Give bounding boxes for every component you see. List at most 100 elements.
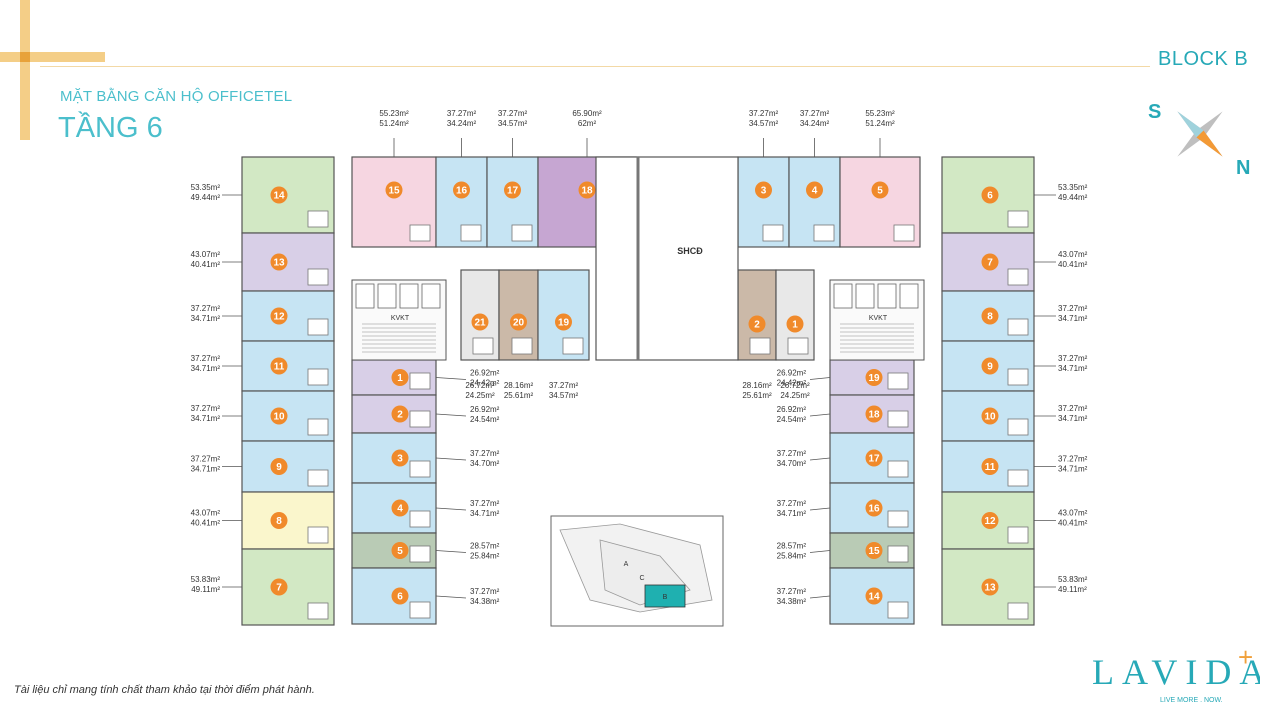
left-outer-unit-13 xyxy=(241,232,335,292)
area-net: 34.70m² xyxy=(470,459,500,468)
area-gross: 28.57m² xyxy=(777,542,807,551)
unit-badge xyxy=(981,357,999,375)
leader-line xyxy=(809,413,831,417)
lavida-logo: LAVIDA + LIVE MORE . NOW. xyxy=(1092,644,1260,704)
unit-number: 4 xyxy=(397,504,403,515)
area-gross: 37.27m² xyxy=(800,109,830,118)
common-area-label: SHCĐ xyxy=(677,246,703,256)
area-gross: 37.27m² xyxy=(470,499,500,508)
area-gross: 37.27m² xyxy=(749,109,779,118)
area-net: 49.11m² xyxy=(1058,585,1087,594)
area-gross: 37.27m² xyxy=(1058,354,1088,363)
unit-badge xyxy=(865,449,883,467)
unit-badge xyxy=(981,186,999,204)
logo-wordmark: LAVIDA xyxy=(1092,652,1260,692)
area-net: 34.57m² xyxy=(549,391,579,400)
unit-badge xyxy=(453,181,470,199)
unit-badge xyxy=(981,253,999,271)
area-net: 24.42m² xyxy=(777,379,807,388)
area-net: 34.71m² xyxy=(1058,465,1088,474)
area-net: 34.57m² xyxy=(749,119,779,128)
site-key-plan: ACB xyxy=(550,515,724,627)
area-net: 34.71m² xyxy=(191,465,221,474)
area-net: 34.24m² xyxy=(800,119,830,128)
area-gross: 43.07m² xyxy=(1058,509,1088,518)
area-net: 62m² xyxy=(578,119,597,128)
svg-text:+: + xyxy=(1238,644,1253,672)
area-gross: 43.07m² xyxy=(191,509,221,518)
unit-number: 18 xyxy=(581,186,593,197)
unit-number: 6 xyxy=(987,191,993,202)
unit-number: 12 xyxy=(984,516,996,527)
kv-label: KVKT xyxy=(391,315,410,322)
unit-number: 15 xyxy=(388,186,400,197)
unit-badge xyxy=(270,307,288,325)
kv-label: KVKT xyxy=(869,315,888,322)
compass-icon: S N xyxy=(1148,101,1250,179)
unit-badge xyxy=(270,407,288,425)
area-net: 34.57m² xyxy=(498,119,528,128)
area-net: 34.38m² xyxy=(470,597,500,606)
area-net: 34.71m² xyxy=(191,314,221,323)
area-gross: 28.16m² xyxy=(504,381,534,390)
area-net: 34.70m² xyxy=(777,459,807,468)
unit-badge xyxy=(786,315,804,333)
unit-badge xyxy=(981,407,999,425)
area-net: 24.25m² xyxy=(465,391,495,400)
area-gross: 28.57m² xyxy=(470,542,500,551)
area-net: 34.71m² xyxy=(191,364,221,373)
area-net: 24.54m² xyxy=(470,415,500,424)
area-net: 24.54m² xyxy=(777,415,807,424)
area-net: 49.44m² xyxy=(191,193,221,202)
unit-badge xyxy=(391,449,409,467)
area-gross: 26.72m² xyxy=(780,381,810,390)
unit-badge xyxy=(471,313,489,331)
unit-number: 6 xyxy=(397,592,403,603)
unit-badge xyxy=(865,405,883,423)
compass-s-label: S xyxy=(1148,101,1161,123)
unit-number: 7 xyxy=(276,583,282,594)
unit-number: 7 xyxy=(987,258,993,269)
leader-line xyxy=(809,550,831,553)
unit-number: 19 xyxy=(558,318,570,329)
unit-number: 8 xyxy=(276,516,282,527)
unit-number: 19 xyxy=(868,373,880,384)
lift-core: KVKT xyxy=(829,279,925,361)
unit-number: 16 xyxy=(868,504,880,515)
area-net: 34.71m² xyxy=(777,509,807,518)
leader-line xyxy=(435,550,467,553)
area-net: 34.71m² xyxy=(1058,414,1088,423)
area-net: 34.24m² xyxy=(447,119,477,128)
floor-title: TẦNG 6 xyxy=(58,112,163,144)
leader-line xyxy=(809,507,831,511)
area-gross: 37.27m² xyxy=(777,449,807,458)
area-gross: 37.27m² xyxy=(191,455,221,464)
unit-number: 1 xyxy=(397,373,403,384)
unit-badge xyxy=(391,499,409,517)
unit-badge xyxy=(981,458,999,475)
area-net: 25.84m² xyxy=(470,552,500,561)
decor-plus-horizontal xyxy=(0,52,105,62)
area-gross: 43.07m² xyxy=(1058,250,1088,259)
area-gross: 55.23m² xyxy=(379,109,409,118)
unit-badge xyxy=(981,578,999,596)
area-gross: 37.27m² xyxy=(777,499,807,508)
area-gross: 53.35m² xyxy=(191,183,221,192)
area-net: 25.84m² xyxy=(777,552,807,561)
unit-badge xyxy=(748,315,766,333)
area-net: 51.24m² xyxy=(379,119,409,128)
area-gross: 53.83m² xyxy=(191,575,221,584)
leader-line xyxy=(435,595,467,599)
unit-badge xyxy=(981,307,999,325)
area-gross: 37.27m² xyxy=(1058,404,1088,413)
area-gross: 43.07m² xyxy=(191,250,221,259)
unit-number: 20 xyxy=(513,318,525,329)
unit-badge xyxy=(391,542,409,559)
area-gross: 53.35m² xyxy=(1058,183,1088,192)
unit-badge xyxy=(865,499,883,517)
area-gross: 53.83m² xyxy=(1058,575,1088,584)
unit-badge xyxy=(270,253,288,271)
unit-badge xyxy=(981,512,999,529)
area-gross: 55.23m² xyxy=(865,109,895,118)
